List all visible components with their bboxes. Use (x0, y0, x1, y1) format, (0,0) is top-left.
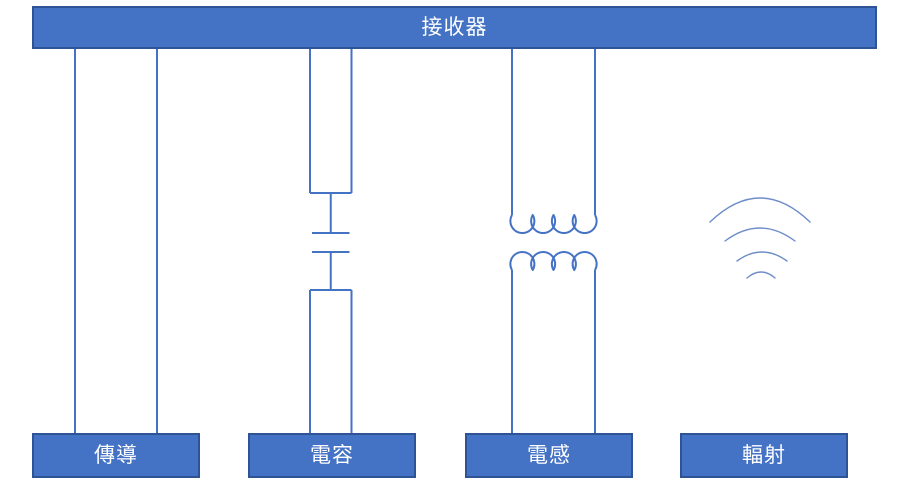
path-box-radiative: 輻射 (680, 433, 848, 478)
transformer-coil-symbol (509, 49, 598, 433)
path-box-conduction-label: 傳導 (94, 444, 138, 467)
path-box-inductive-label: 電感 (527, 444, 571, 467)
path-box-conduction: 傳導 (32, 433, 200, 478)
receiver-box: 接收器 (32, 6, 877, 49)
path-box-capacitive-label: 電容 (310, 444, 354, 467)
radio-waves-icon (709, 197, 811, 279)
receiver-label: 接收器 (421, 16, 488, 39)
path-box-inductive: 電感 (465, 433, 633, 478)
capacitor-symbol (309, 49, 353, 433)
path-box-radiative-label: 輻射 (742, 444, 786, 467)
path-box-capacitive: 電容 (248, 433, 416, 478)
conduction-wires-symbol (74, 49, 158, 433)
